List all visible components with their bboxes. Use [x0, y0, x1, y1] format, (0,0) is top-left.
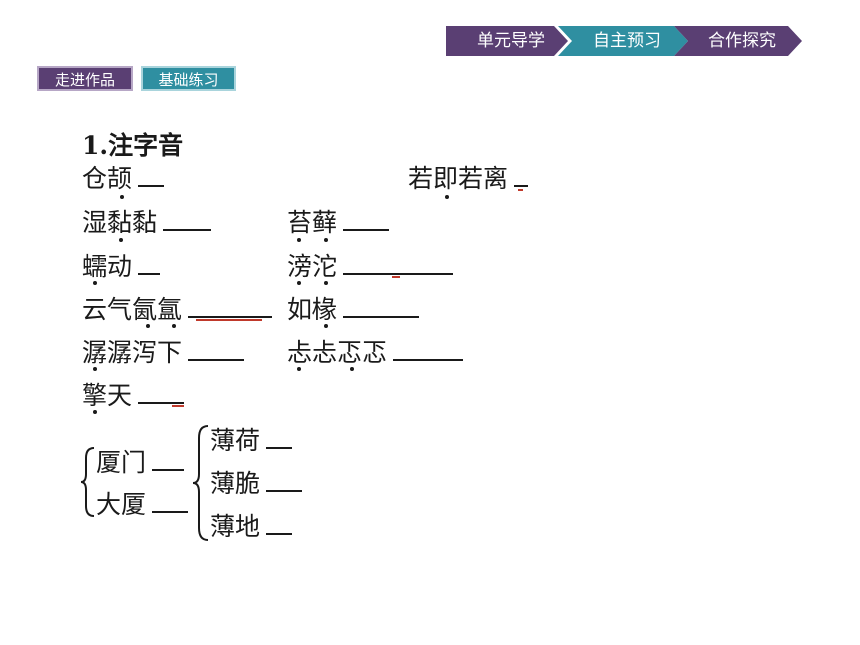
answer-blank[interactable]: [152, 489, 189, 513]
answer-blank[interactable]: [343, 251, 454, 275]
emphasis-dot: [146, 324, 150, 328]
item-word: 蠕动: [82, 252, 133, 281]
item-bohe: 薄荷: [210, 424, 293, 458]
answer-blank[interactable]: [138, 251, 161, 275]
item-word: 薄荷: [210, 426, 261, 455]
emphasis-dot: [93, 367, 97, 371]
nav-cooperative-explore[interactable]: 合作探究: [674, 26, 802, 56]
nav-label: 单元导学: [477, 31, 545, 51]
item-bocui: 薄脆: [210, 467, 303, 501]
emphasis-dot: [297, 238, 301, 242]
item-word: 如椽: [287, 295, 338, 324]
item-word: 薄地: [210, 512, 261, 541]
emphasis-dot: [324, 281, 328, 285]
emphasis-dot: [172, 324, 176, 328]
answer-blank[interactable]: [138, 163, 165, 187]
answer-blank[interactable]: [266, 425, 293, 449]
item-pangtuo: 滂沱: [287, 250, 454, 284]
answer-blank[interactable]: [343, 207, 390, 231]
answer-blank[interactable]: [266, 468, 303, 492]
item-word: 潺潺泻下: [82, 338, 183, 367]
nav-self-preview[interactable]: 自主预习: [558, 26, 688, 56]
exercise-heading: 1.注字音: [82, 131, 184, 160]
item-ruoji: 若即若离: [408, 162, 529, 196]
item-bodi: 薄地: [210, 510, 293, 544]
item-word: 滂沱: [287, 252, 338, 281]
item-word: 忐忐忑忑: [287, 338, 388, 367]
red-mark: [196, 319, 262, 321]
item-cangjie: 仓颉: [82, 162, 165, 196]
answer-blank[interactable]: [188, 294, 273, 318]
answer-blank[interactable]: [343, 294, 420, 318]
item-tante: 忐忐忑忑: [287, 336, 464, 370]
left-brace-icon: [80, 447, 95, 517]
emphasis-dot: [445, 195, 449, 199]
item-word: 云气氤氲: [82, 295, 183, 324]
emphasis-dot: [120, 195, 124, 199]
answer-blank[interactable]: [188, 337, 245, 361]
item-chanchan: 潺潺泻下: [82, 336, 245, 370]
answer-blank[interactable]: [393, 337, 464, 361]
item-word: 湿黏黏: [82, 208, 158, 237]
item-dasha: 大厦: [96, 488, 189, 522]
red-mark: [392, 276, 400, 278]
nav-unit-guide[interactable]: 单元导学: [446, 26, 568, 56]
item-shinian: 湿黏黏: [82, 206, 212, 240]
emphasis-dot: [297, 281, 301, 285]
emphasis-dot: [297, 367, 301, 371]
item-rudong: 蠕动: [82, 250, 161, 284]
item-ruchuan: 如椽: [287, 293, 420, 327]
answer-blank[interactable]: [138, 380, 185, 404]
tab-basic-practice[interactable]: 基础练习: [141, 66, 236, 91]
red-mark: [172, 405, 184, 407]
item-word: 厦门: [96, 448, 147, 477]
item-taixian: 苔藓: [287, 206, 390, 240]
red-mark: [518, 189, 523, 191]
item-word: 仓颉: [82, 164, 133, 193]
emphasis-dot: [93, 281, 97, 285]
emphasis-dot: [324, 238, 328, 242]
item-word: 大厦: [96, 490, 147, 519]
emphasis-dot: [350, 367, 354, 371]
item-xiamen: 厦门: [96, 446, 185, 480]
answer-blank[interactable]: [514, 163, 529, 187]
answer-blank[interactable]: [163, 207, 212, 231]
item-word: 若即若离: [408, 164, 509, 193]
item-qingtian: 擎天: [82, 379, 185, 413]
item-word: 薄脆: [210, 469, 261, 498]
item-yunqi: 云气氤氲: [82, 293, 273, 327]
emphasis-dot: [93, 410, 97, 414]
answer-blank[interactable]: [266, 511, 293, 535]
answer-blank[interactable]: [152, 447, 185, 471]
emphasis-dot: [119, 238, 123, 242]
item-word: 擎天: [82, 381, 133, 410]
nav-label: 合作探究: [708, 31, 776, 51]
emphasis-dot: [324, 324, 328, 328]
item-word: 苔藓: [287, 208, 338, 237]
left-brace-icon: [192, 425, 209, 541]
tab-enter-work[interactable]: 走进作品: [37, 66, 133, 91]
nav-label: 自主预习: [593, 31, 661, 51]
